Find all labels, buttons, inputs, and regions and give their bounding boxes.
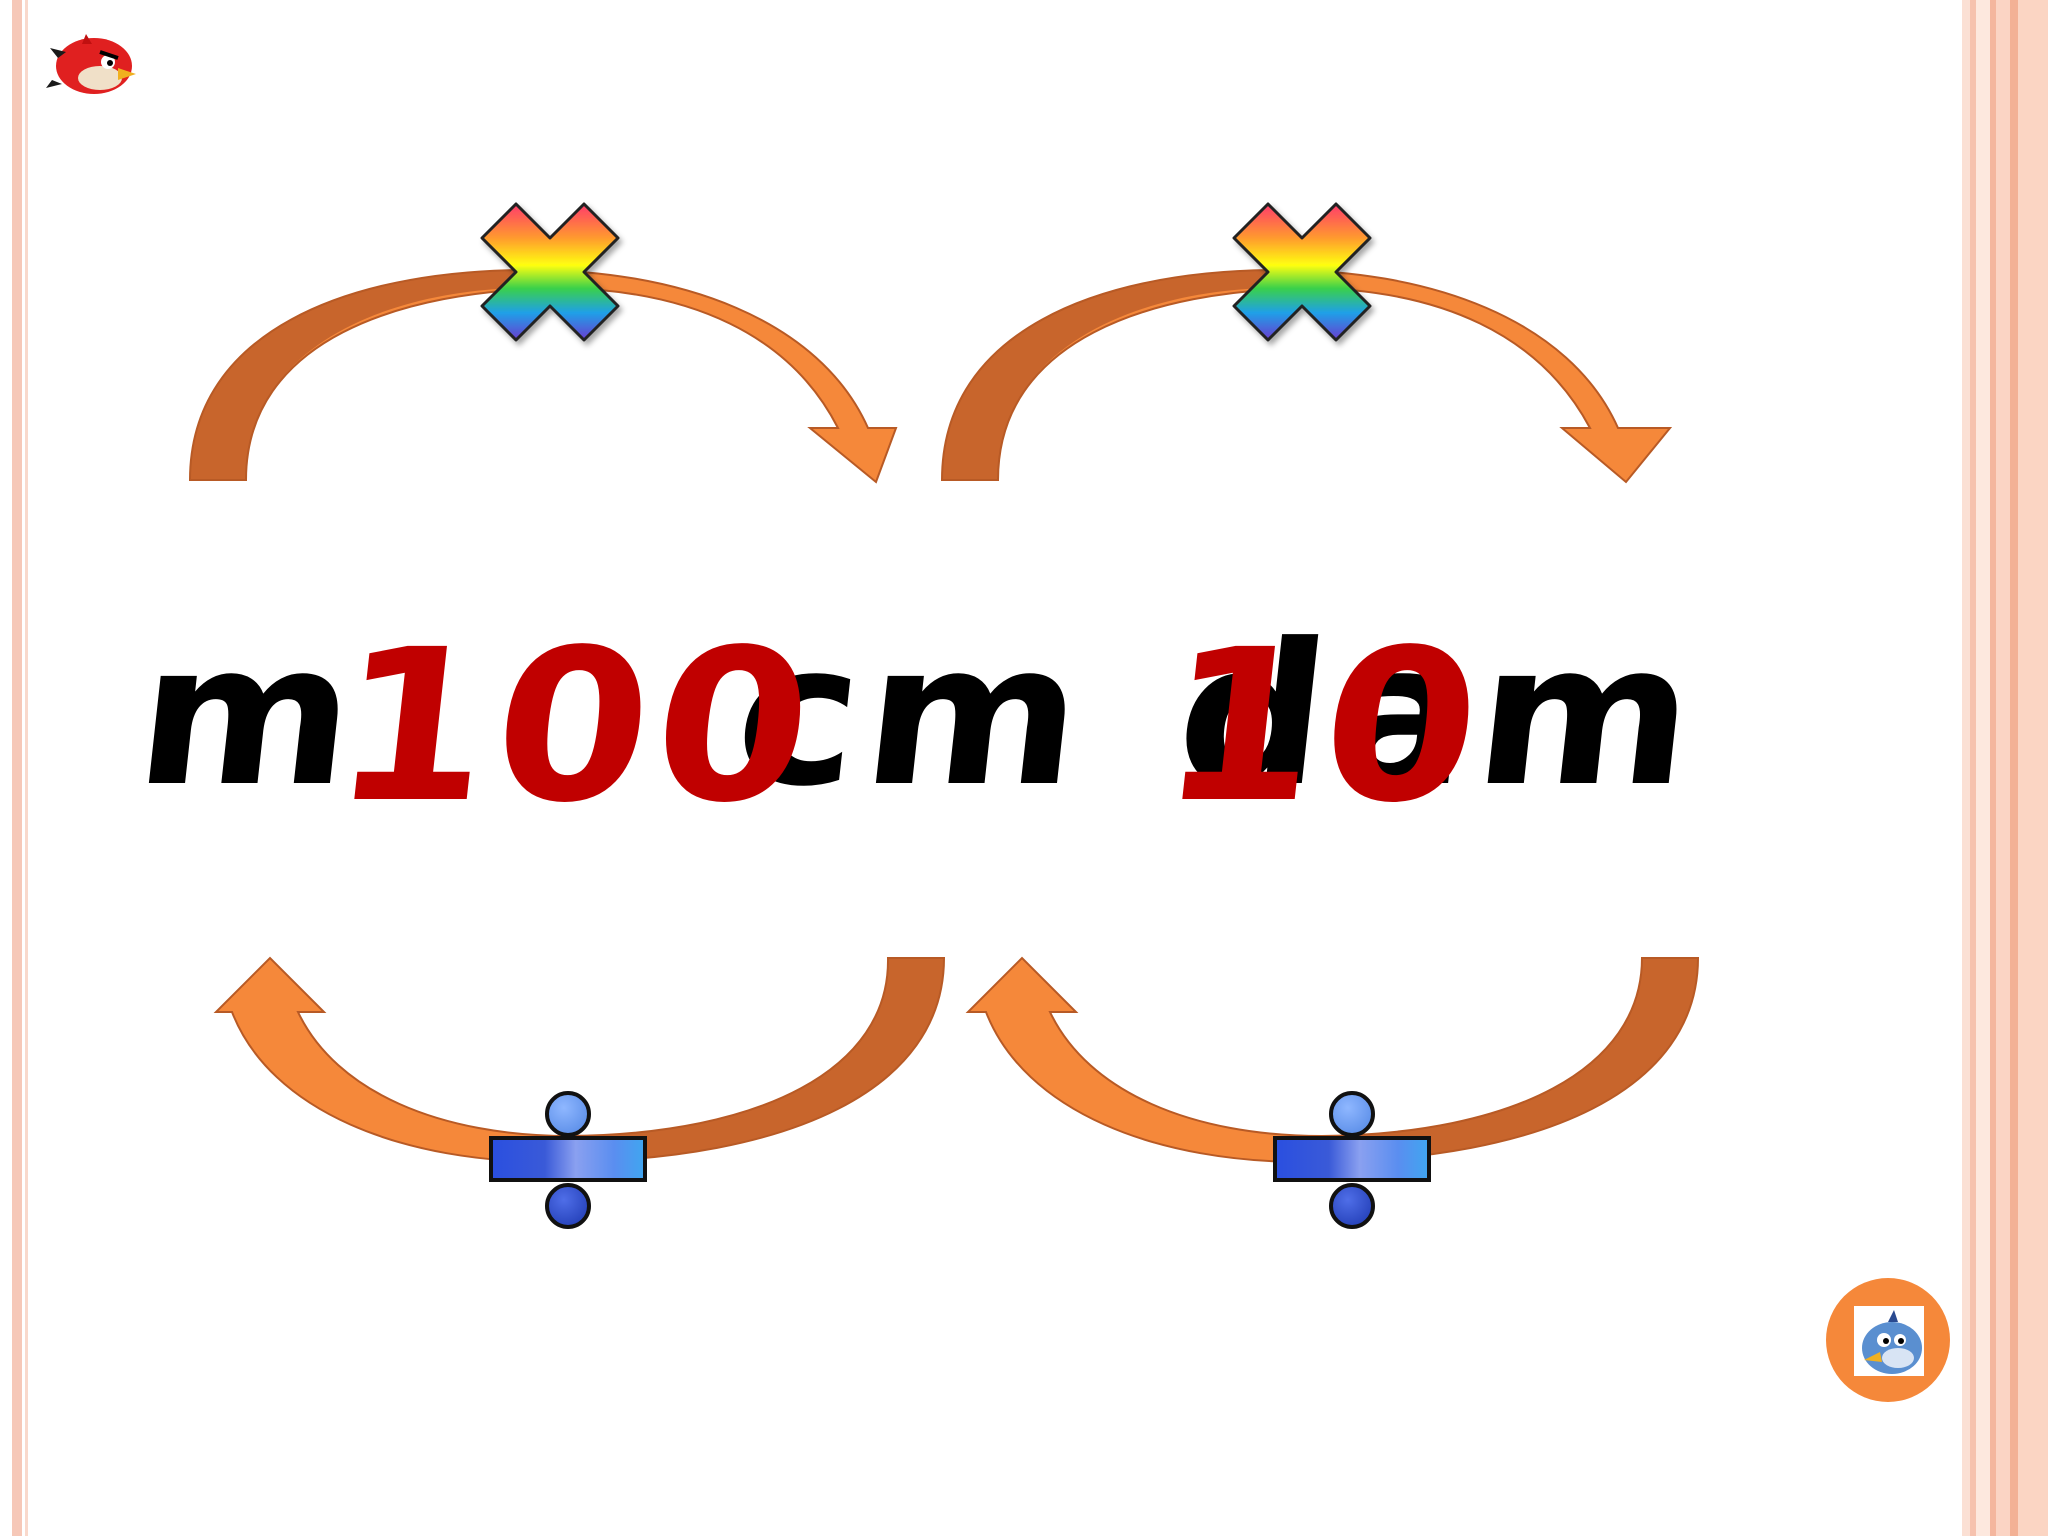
factor-label-100: 100 — [322, 604, 830, 849]
divide-icon — [1273, 1091, 1431, 1229]
slide-frame-right — [1962, 0, 2048, 1536]
arrow-bottom-right — [965, 956, 1700, 1164]
factor-label-10: 10 — [1150, 604, 1498, 849]
multiply-icon — [480, 202, 620, 342]
arrow-top-left — [188, 268, 898, 484]
divide-icon — [489, 1091, 647, 1229]
multiply-icon — [1232, 202, 1372, 342]
slide-frame-left-inner — [25, 0, 28, 1536]
red-bird-icon — [46, 34, 136, 94]
arrow-top-right — [940, 268, 1673, 484]
slide-frame-left — [12, 0, 22, 1536]
blue-bird-button-icon[interactable] — [1826, 1278, 1950, 1402]
